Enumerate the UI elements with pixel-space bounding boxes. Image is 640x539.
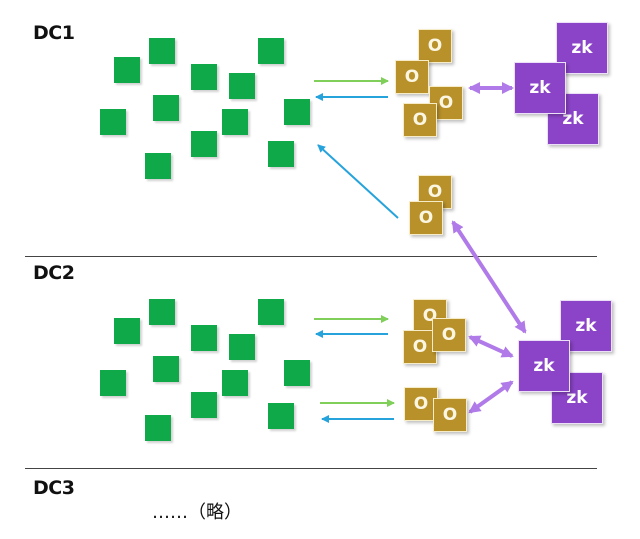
client-node: [229, 334, 255, 360]
client-node: [149, 299, 175, 325]
client-node: [222, 370, 248, 396]
client-node: [100, 370, 126, 396]
client-node: [268, 403, 294, 429]
zk-server: zk: [518, 340, 570, 392]
observer-node: O: [403, 103, 437, 137]
client-node: [222, 109, 248, 135]
dc-divider-1: [25, 256, 597, 257]
dc2-label: DC2: [33, 262, 75, 284]
client-node: [284, 360, 310, 386]
observer-node: O: [403, 330, 437, 364]
dc1-label: DC1: [33, 22, 75, 44]
client-node: [149, 38, 175, 64]
client-node: [258, 38, 284, 64]
dc2-observer-group2-zk-sync-arrow: [468, 380, 514, 414]
remote-observer-response-arrow: [317, 144, 399, 219]
observer-node: O: [433, 398, 467, 432]
dc3-label: DC3: [33, 477, 75, 499]
client-node: [114, 57, 140, 83]
observer-node: O: [409, 201, 443, 235]
client-node: [114, 318, 140, 344]
client-node: [284, 99, 310, 125]
client-node: [191, 325, 217, 351]
client-node: [100, 109, 126, 135]
zk-server: zk: [556, 22, 608, 74]
remote-observer-zk-sync-arrow: [451, 220, 527, 334]
dc2-observer-group1-zk-sync-arrow: [468, 335, 514, 358]
client-node: [268, 141, 294, 167]
observer-node: O: [432, 318, 466, 352]
client-node: [153, 95, 179, 121]
client-node: [258, 299, 284, 325]
client-node: [191, 392, 217, 418]
client-node: [145, 415, 171, 441]
client-node: [191, 64, 217, 90]
client-node: [191, 131, 217, 157]
client-node: [229, 73, 255, 99]
dc3-omitted-note: ……（略）: [152, 502, 242, 523]
client-node: [153, 356, 179, 382]
client-node: [145, 153, 171, 179]
zk-server: zk: [514, 62, 566, 114]
observer-node: O: [418, 29, 452, 63]
observer-node: O: [395, 60, 429, 94]
dc-divider-2: [25, 468, 597, 469]
